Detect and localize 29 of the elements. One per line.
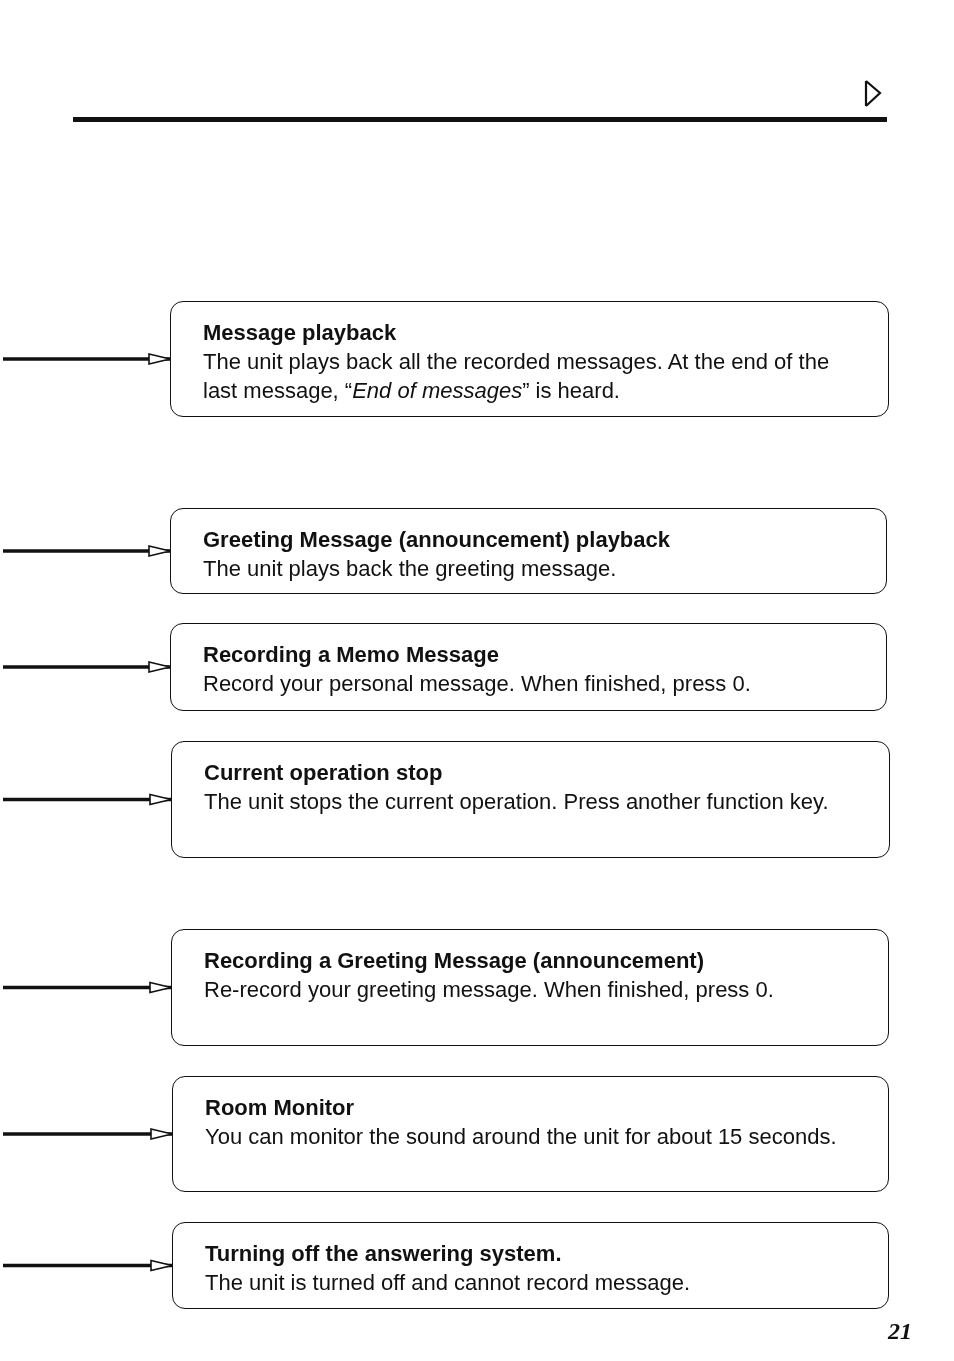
description-text: The unit plays back all the recorded messages. At the end of the last message, “End of messages” is heard.: [203, 348, 831, 405]
description-box: [170, 301, 889, 417]
description-box: [172, 1222, 889, 1309]
description-text: The unit stops the current operation. Press another function key.: [204, 788, 830, 816]
heading: Turning off the answering system.: [205, 1240, 563, 1268]
heading: Message playback: [203, 319, 398, 347]
description-box: [171, 741, 890, 858]
page-number: 21: [888, 1318, 912, 1345]
arrow: [3, 661, 171, 673]
description-text: The unit is turned off and cannot record message.: [205, 1269, 692, 1297]
heading: Current operation stop: [204, 759, 444, 787]
description-box: [172, 1076, 889, 1192]
description-box: [171, 929, 889, 1046]
arrow: [3, 1259, 173, 1272]
arrow: [3, 981, 172, 994]
arrow: [3, 353, 171, 365]
arrow: [3, 793, 172, 806]
description-box: [170, 508, 887, 594]
description-text: Record your personal message. When finished, press 0.: [203, 670, 752, 698]
description-text: You can monitor the sound around the unit for about 15 seconds.: [205, 1123, 838, 1151]
description-text: Re-record your greeting message. When finished, press 0.: [204, 976, 775, 1004]
heading: Greeting Message (announcement) playback: [203, 526, 672, 554]
arrow: [3, 1128, 173, 1140]
heading: Room Monitor: [205, 1094, 356, 1122]
heading: Recording a Memo Message: [203, 641, 500, 669]
description-box: [170, 623, 887, 711]
arrow: [3, 545, 171, 557]
heading: Recording a Greeting Message (announcement): [204, 947, 705, 975]
description-text: The unit plays back the greeting message.: [203, 555, 618, 583]
